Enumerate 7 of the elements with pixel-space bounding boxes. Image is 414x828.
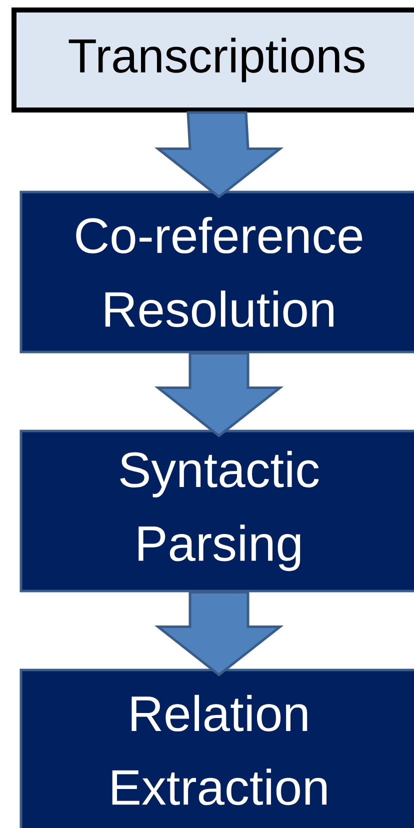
block-arrow — [154, 111, 284, 198]
process-box: Co-reference Resolution — [20, 190, 414, 354]
process-box: Syntactic Parsing — [20, 430, 414, 592]
process-box: Relation Extraction — [20, 668, 414, 828]
block-arrow — [154, 352, 284, 438]
input-box: Transcriptions — [12, 8, 414, 112]
block-arrow — [154, 591, 284, 676]
